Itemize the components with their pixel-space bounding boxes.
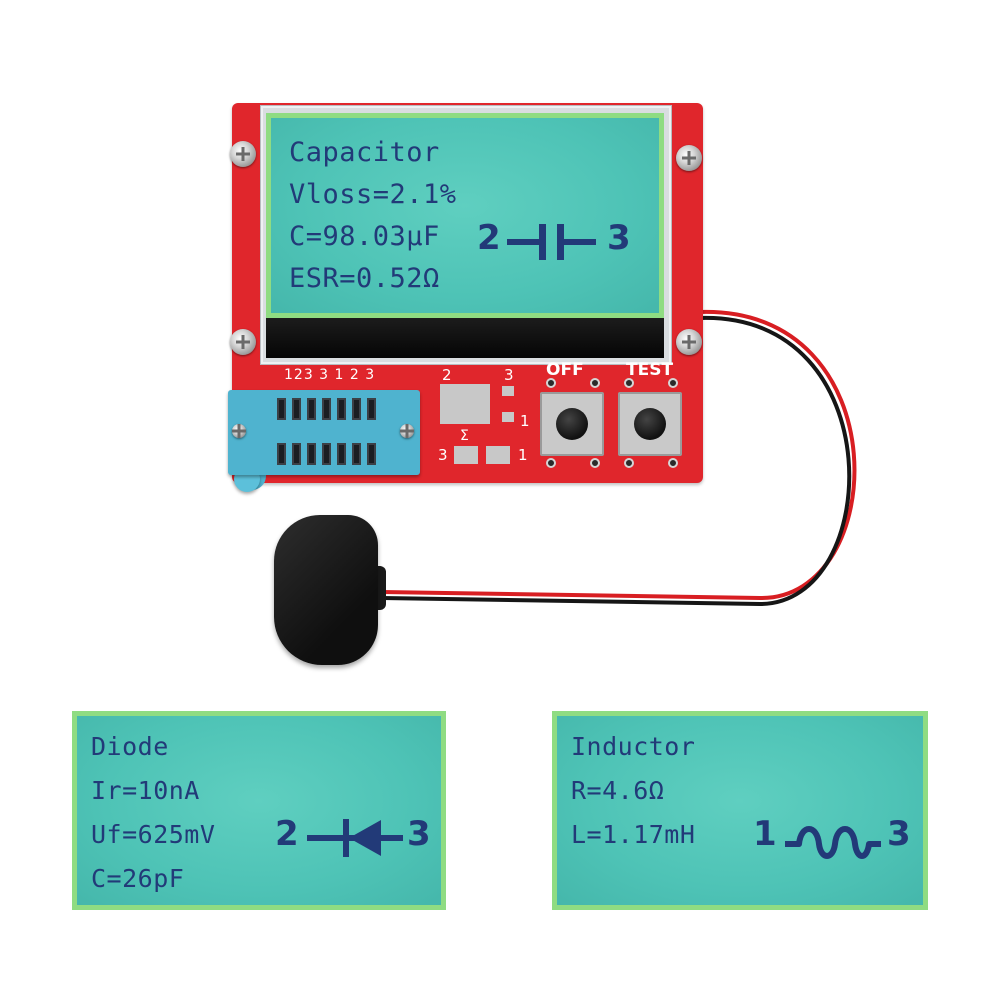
lcd-pin-left: 1 [753, 814, 777, 854]
pad-label: 2 [442, 366, 452, 384]
solder-hole [624, 458, 634, 468]
pad-label: 1 [518, 446, 528, 464]
inductor-icon [785, 826, 881, 859]
lcd-title: Diode [91, 732, 169, 761]
off-button[interactable] [540, 392, 604, 456]
lcd-line-2: C=98.03µF [289, 221, 440, 252]
screw-icon [230, 329, 256, 355]
main-lcd-display: Capacitor Vloss=2.1% C=98.03µF ESR=0.52Ω… [266, 113, 664, 318]
lcd-line-1: R=4.6Ω [571, 776, 665, 805]
lcd-flex-strip [266, 318, 664, 358]
lcd-line-1: Vloss=2.1% [289, 179, 457, 210]
lcd-title: Capacitor [289, 137, 440, 168]
lcd-pin-left: 2 [275, 814, 299, 854]
battery-clip [274, 515, 378, 665]
solder-hole [590, 458, 600, 468]
pad-label: 1 [520, 412, 530, 430]
lcd-line-1: Ir=10nA [91, 776, 200, 805]
test-pad [502, 386, 514, 396]
lcd-pin-right: 3 [607, 218, 631, 258]
screw-icon [230, 141, 256, 167]
lcd-pin-right: 3 [407, 814, 431, 854]
off-button-cap[interactable] [556, 408, 588, 440]
lcd-title: Inductor [571, 732, 696, 761]
zif-pin-row-bottom [277, 443, 376, 465]
screw-icon [400, 424, 414, 438]
solder-hole [624, 378, 634, 388]
lcd-line-3: ESR=0.52Ω [289, 263, 440, 294]
test-button-cap[interactable] [634, 408, 666, 440]
solder-hole [668, 458, 678, 468]
solder-hole [590, 378, 600, 388]
zif-pin-row-top [277, 398, 376, 420]
lcd-pin-right: 3 [887, 814, 911, 854]
test-pad [454, 446, 478, 464]
solder-hole [546, 458, 556, 468]
lcd-line-3: C=26pF [91, 864, 185, 893]
test-pad [440, 384, 490, 424]
switch-label-off: OFF [546, 360, 584, 380]
screw-icon [676, 145, 702, 171]
capacitor-icon [507, 224, 596, 260]
test-button[interactable] [618, 392, 682, 456]
pad-label: 3 [504, 366, 514, 384]
pad-mark: Σ [460, 428, 469, 444]
diode-icon [307, 819, 403, 857]
switch-label-test: TEST [626, 360, 674, 380]
lcd-line-2: Uf=625mV [91, 820, 216, 849]
lcd-line-2: L=1.17mH [571, 820, 696, 849]
screw-icon [676, 329, 702, 355]
test-pad [502, 412, 514, 422]
inductor-lcd-display: Inductor R=4.6Ω L=1.17mH 1 3 [552, 711, 928, 910]
pad-label: 3 [438, 446, 448, 464]
test-pad [486, 446, 510, 464]
lcd-pin-left: 2 [477, 218, 501, 258]
screw-icon [232, 424, 246, 438]
solder-hole [546, 378, 556, 388]
solder-hole [668, 378, 678, 388]
diode-lcd-display: Diode Ir=10nA Uf=625mV C=26pF 2 3 [72, 711, 446, 910]
socket-pin-labels: 123 3 1 2 3 [284, 367, 376, 383]
